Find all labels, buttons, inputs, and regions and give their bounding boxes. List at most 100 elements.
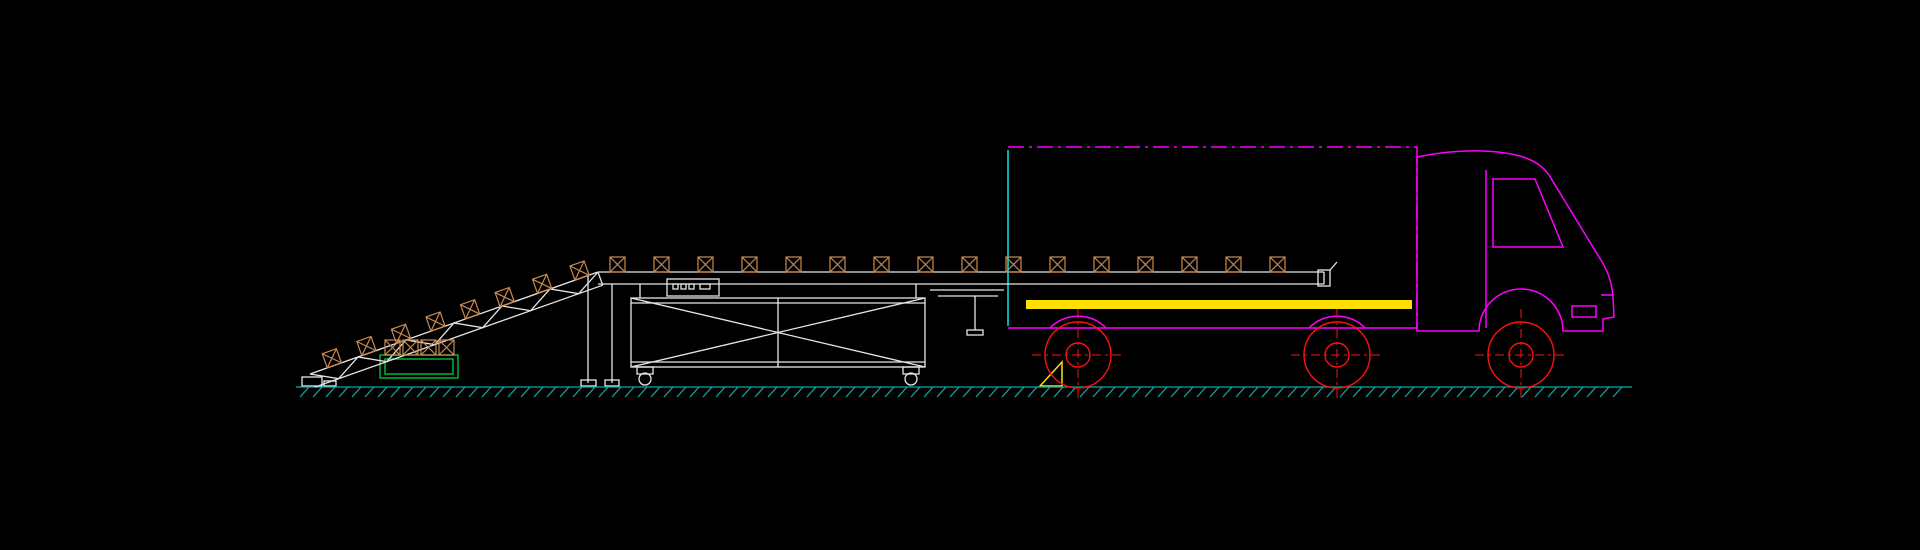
package-box[interactable] [459,299,481,320]
package-box[interactable] [917,256,934,273]
package-box[interactable] [1137,256,1154,273]
package-box[interactable] [420,339,437,356]
hatch-tick [559,386,570,398]
ramp-base-block [301,376,323,387]
hatch-tick [1066,386,1077,398]
hatch-tick [338,386,349,398]
wheel[interactable] [1475,309,1567,401]
control-box[interactable] [666,278,720,297]
cab-outline [1416,150,1615,332]
hatch-tick [1144,386,1155,398]
package-box[interactable] [494,286,515,308]
ground-hatch[interactable] [296,386,1632,398]
hatch-tick [1560,386,1571,398]
hatch-tick [546,386,557,398]
package-box[interactable] [653,256,670,273]
package-box[interactable] [569,260,590,281]
hatch-tick [715,386,726,398]
package-box[interactable] [531,273,553,295]
package-box[interactable] [1049,256,1066,273]
package-box[interactable] [1005,256,1022,273]
package-box[interactable] [425,311,446,332]
package-box[interactable] [741,256,758,273]
hatch-tick [481,386,492,398]
package-box[interactable] [1225,256,1242,273]
hatch-tick [299,386,310,398]
hatch-tick [676,386,687,398]
hatch-tick [806,386,817,398]
hatch-tick [1573,386,1584,398]
hatch-tick [1274,386,1285,398]
package-box[interactable] [785,256,802,273]
package-box[interactable] [1093,256,1110,273]
hatch-tick [1391,386,1402,398]
support-frame[interactable] [630,284,926,386]
hatch-tick [1131,386,1142,398]
hatch-tick [1378,386,1389,398]
hatch-tick [507,386,518,398]
trailer-stripe[interactable] [1026,300,1412,309]
hatch-tick [1014,386,1025,398]
wheel[interactable] [1032,309,1124,401]
hatch-tick [585,386,596,398]
hatch-tick [1313,386,1324,398]
control-button [672,283,679,290]
caster-wheel [904,372,918,386]
hatch-tick [390,386,401,398]
inclined-conveyor[interactable] [309,271,604,388]
wheels[interactable] [1032,309,1567,401]
hatch-tick [1053,386,1064,398]
hatch-tick [728,386,739,398]
hatch-tick [1261,386,1272,398]
hatch-tick [884,386,895,398]
cab-step [1571,305,1597,318]
hatch-tick [1612,386,1623,398]
package-box[interactable] [609,256,626,273]
hatch-tick [988,386,999,398]
package-box[interactable] [1269,256,1286,273]
hatch-tick [1196,386,1207,398]
package-box[interactable] [438,339,455,356]
support-leg-deck[interactable] [604,284,620,387]
package-box[interactable] [356,335,377,357]
package-box[interactable] [402,339,419,356]
package-box[interactable] [961,256,978,273]
infeed-platform[interactable] [379,354,459,379]
package-box[interactable] [829,256,846,273]
hatch-tick [897,386,908,398]
hatch-tick [533,386,544,398]
package-box[interactable] [384,339,401,356]
hatch-tick [1287,386,1298,398]
leg-foot [604,379,620,387]
package-box[interactable] [873,256,890,273]
hatch-tick [442,386,453,398]
package-box[interactable] [321,347,343,369]
hatch-tick [1118,386,1129,398]
belt-end-pulley[interactable] [1317,261,1338,287]
hatch-tick [975,386,986,398]
hatch-tick [832,386,843,398]
wheel[interactable] [1291,309,1383,401]
support-leg-front[interactable] [580,274,597,387]
ramp-bottom-chord [314,284,603,388]
hatch-tick [364,386,375,398]
truck-cab[interactable] [1416,150,1615,332]
hatch-tick [923,386,934,398]
hatch-tick [416,386,427,398]
packages[interactable] [321,256,1286,369]
hatch-tick [377,386,388,398]
hatch-tick [936,386,947,398]
telescopic-conveyor[interactable] [598,271,1325,285]
hatch-tick [754,386,765,398]
package-box[interactable] [697,256,714,273]
boom-foot [966,329,984,336]
ramp-end-cap [597,271,604,286]
hatch-tick [741,386,752,398]
hatch-tick [1040,386,1051,398]
hatch-tick [1157,386,1168,398]
boom-support[interactable] [930,289,1004,336]
leg-foot [580,379,597,387]
package-box[interactable] [1181,256,1198,273]
